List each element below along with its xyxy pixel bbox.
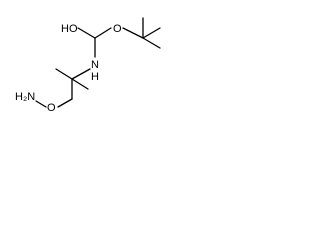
- nitrogen-label: N: [91, 59, 99, 71]
- bond-o-to-nh2: [35, 100, 47, 108]
- bond-carbonyl-c-to-ester-o: [94, 27, 112, 39]
- bond-quaternary-methyl-down: [71, 78, 89, 90]
- bond-carbonyl-c-to-hydroxyl-o: [77, 27, 96, 39]
- ether-oxygen-label: O: [47, 102, 56, 114]
- bond-ch2-to-o: [57, 98, 73, 108]
- bond-ester-o-to-tbu-c: [122, 27, 144, 39]
- amine-label: H₂N: [15, 91, 35, 103]
- molecule-diagram: HO O N H H₂N O: [15, 17, 161, 114]
- ester-oxygen-label: O: [113, 23, 122, 35]
- bond-quaternary-methyl-up: [55, 68, 73, 80]
- bond-group: [35, 17, 161, 108]
- bond-n-to-quaternary-c: [71, 68, 91, 80]
- hydroxyl-label: HO: [61, 23, 78, 35]
- bond-tbu-methyl-right: [142, 27, 161, 39]
- nitrogen-h-label: H: [91, 71, 99, 83]
- bond-tbu-methyl-down: [142, 37, 161, 49]
